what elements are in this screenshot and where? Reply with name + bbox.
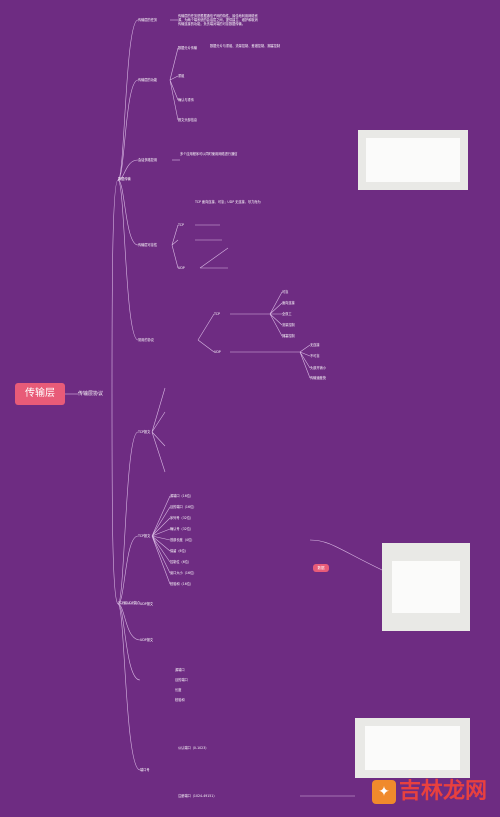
node-reliability-text: TCP 面向连接、可靠；UDP 无连接、尽力而为 [195,200,261,204]
diagram-thumbnail-3 [355,718,470,778]
tcp-item-0: 可靠 [282,290,289,294]
diagram-thumbnail-1 [358,130,468,190]
field-4: 首部长度（4位） [170,538,195,542]
port-range-1: 注册端口（1024-49151） [178,794,217,798]
node-task-text: 传输层的任务是根据通信子网的特性，最佳地利用网络资源，为两个端系统的会话层之间，… [178,14,258,26]
udp-item-3: 传输速度快 [310,376,326,380]
port-range-0: 公认端口（0-1023） [178,746,209,750]
watermark-text: 吉林龙网 [399,779,488,804]
field-3: 确认号（32位） [170,527,194,531]
field-8: 校验和（16位） [170,582,194,586]
sub-fragment[interactable]: 数据分片传输 [178,46,198,50]
node-udp-fields[interactable]: UDP报文 [140,638,154,642]
field-1: 目的端口（16位） [170,505,197,509]
node-tcp-header[interactable]: TCP报文 [138,430,151,434]
branch-tcp-udp[interactable]: TCP和UDP简介 [118,601,141,605]
level1-node[interactable]: 传输层协议 [78,391,104,397]
udp-item-1: 不可靠 [310,354,320,358]
udp-field-2: 长度 [175,688,182,692]
field-5: 保留（6位） [170,549,188,553]
proto-udp-1[interactable]: UDP [178,266,185,270]
proto-tcp-1[interactable]: TCP [178,223,184,227]
field-7: 窗口大小（16位） [170,571,197,575]
sub-ack[interactable]: 确认与重传 [178,98,194,102]
field-2: 序列号（32位） [170,516,194,520]
watermark-icon: ✦ [372,780,396,804]
node-function-text: 数据分片与重组、流量控制、差错控制、拥塞控制 [210,44,281,48]
node-udp-header[interactable]: UDP报文 [140,602,154,606]
field-0: 源端口（16位） [170,494,194,498]
sub-reassemble[interactable]: 重组 [178,74,185,78]
tcp-item-1: 面向连接 [282,301,295,305]
field-6: 控制位（6位） [170,560,192,564]
sub-header[interactable]: 报文头部信息 [178,118,198,122]
tcp-item-3: 流量控制 [282,323,295,327]
udp-field-1: 目的端口 [175,678,188,682]
node-port[interactable]: 端口号 [140,768,150,772]
branch-data-transfer[interactable]: 数据传输 [118,177,131,181]
udp-field-3: 校验和 [175,698,185,702]
node-protocols[interactable]: 常用的协议 [138,338,154,342]
diagram-thumbnail-2 [382,543,470,631]
node-function[interactable]: 传输层的功能 [138,78,158,82]
node-tcp-fields[interactable]: TCP报文 [138,534,151,538]
highlight-badge[interactable]: 数据 [313,564,329,572]
udp-field-0: 源端口 [175,668,185,672]
tcp-item-2: 全双工 [282,312,292,316]
root-node[interactable]: 传输层 [15,383,65,405]
node-reliability[interactable]: 传输层可靠性 [138,243,158,247]
udp-item-2: 头部开销小 [310,366,326,370]
udp-item-0: 无连接 [310,343,320,347]
watermark-logo: ✦吉林龙网 [372,773,487,805]
node-multiplex-text: 多个应用程序可以同时使用网络进行通信 [180,152,238,156]
node-task[interactable]: 传输层的任务 [138,18,158,22]
node-multiplex[interactable]: 会话多路复用 [138,158,158,162]
tcp-item-4: 拥塞控制 [282,334,295,338]
proto-tcp-2[interactable]: TCP [214,312,220,316]
proto-udp-2[interactable]: UDP [214,350,221,354]
